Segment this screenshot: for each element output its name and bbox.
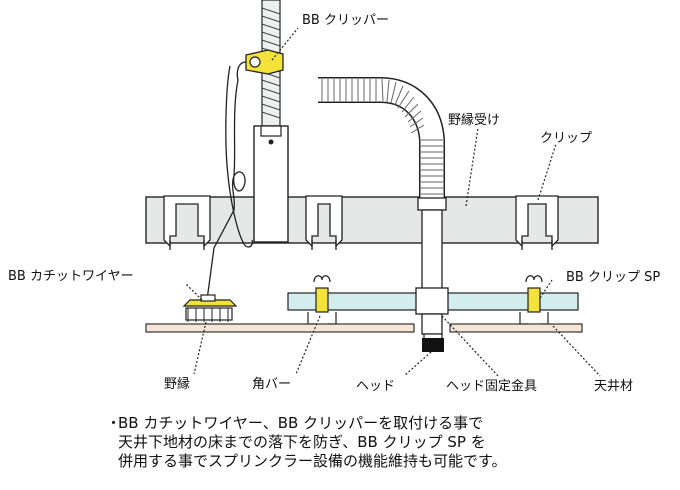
sprinkler-head <box>422 333 444 352</box>
explanatory-note: ・ BB カチットワイヤー、BB クリッパーを取付ける事で 天井下地材の床までの… <box>106 414 678 471</box>
bb-catch-wire <box>206 65 254 301</box>
note-bullet: ・ <box>106 414 122 432</box>
hanger-bracket <box>253 125 289 243</box>
leader-lines <box>185 27 601 377</box>
label-kaku-bar: 角バー <box>252 377 291 392</box>
note-line-1: BB カチットワイヤー、BB クリッパーを取付ける事で <box>118 414 484 432</box>
label-nobuchi-uke: 野縁受け <box>448 112 500 128</box>
clip-middle <box>305 195 343 250</box>
flexible-pipe <box>318 77 445 200</box>
clip-right <box>515 195 559 250</box>
ceiling-board <box>145 323 583 333</box>
head-fixing-bracket <box>415 287 449 335</box>
label-bb-clip-sp: BB クリップ SP <box>566 270 660 285</box>
note-line-3: 併用する事でスプリンクラー設備の機能維持も可能です。 <box>118 452 507 470</box>
label-head: ヘッド <box>356 379 395 394</box>
label-head-kotei-kanagu: ヘッド固定金具 <box>446 378 537 394</box>
note-line-2: 天井下地材の床までの落下を防ぎ、BB クリップ SP を <box>118 433 486 451</box>
clip-left <box>163 195 211 250</box>
label-tenjozai: 天井材 <box>594 379 633 394</box>
nobuchi <box>182 294 238 322</box>
bb-clipper <box>236 49 284 81</box>
label-clip: クリップ <box>540 131 592 146</box>
label-bb-catch-wire: BB カチットワイヤー <box>8 269 134 284</box>
label-nobuchi: 野縁 <box>164 376 190 392</box>
label-bb-clipper: BB クリッパー <box>302 13 389 28</box>
drop-pipe <box>417 197 447 291</box>
